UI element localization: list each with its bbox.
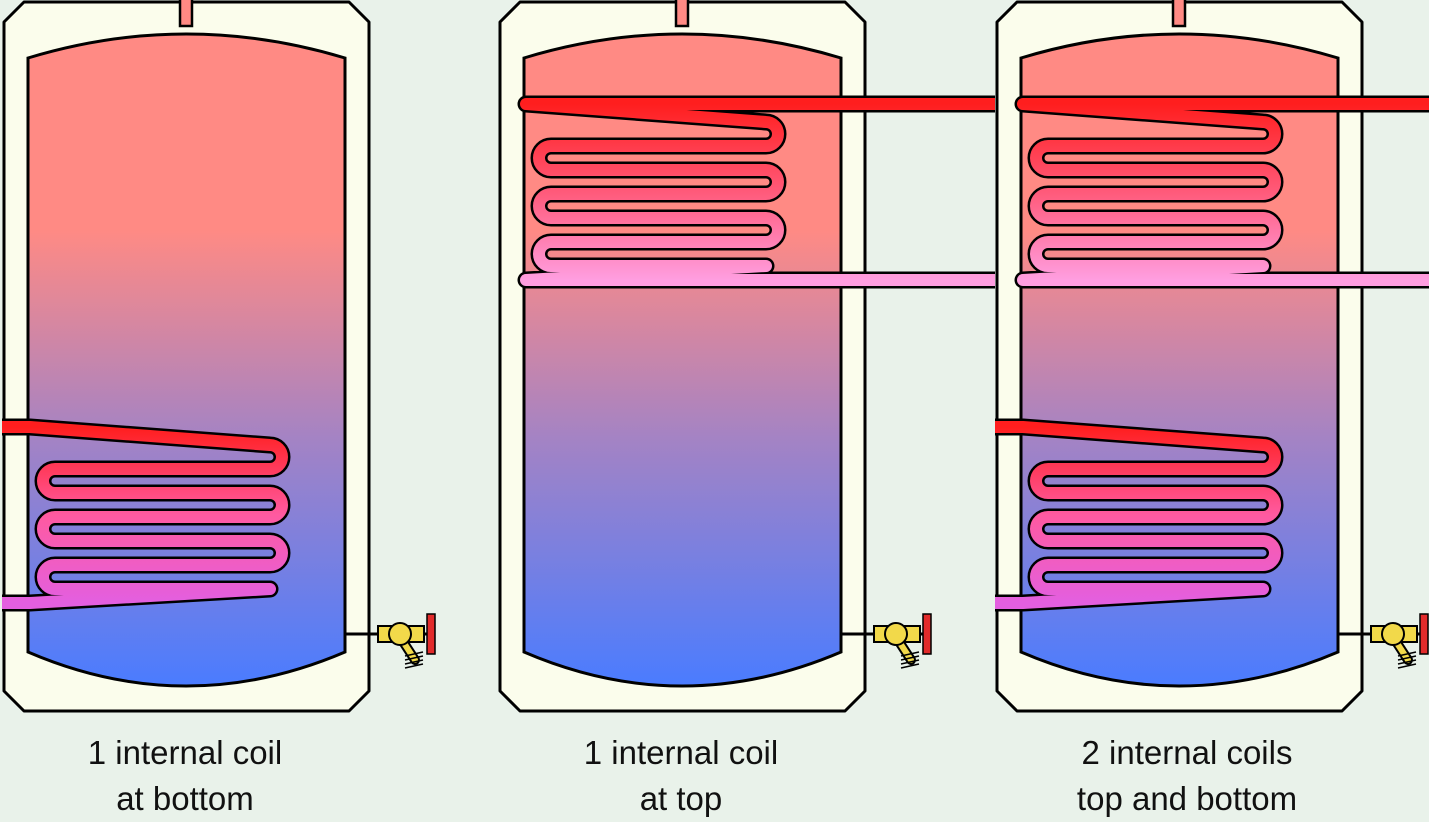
caption-tank-3-line-2: top and bottom bbox=[1076, 780, 1298, 817]
caption-tank-2: 1 internal coil at top bbox=[461, 730, 901, 822]
drain-valve-icon bbox=[345, 613, 436, 669]
caption-tank-1-line-2: at bottom bbox=[116, 780, 254, 817]
caption-tank-3-line-1: 2 internal coils bbox=[1081, 734, 1293, 771]
heating-coil-top-tank-2 bbox=[517, 95, 995, 289]
heating-coil-bottom-tank-3 bbox=[995, 418, 1284, 612]
caption-tank-1: 1 internal coil at bottom bbox=[0, 730, 405, 822]
water-vessel bbox=[522, 32, 843, 688]
drain-valve-icon bbox=[1338, 613, 1429, 669]
caption-tank-3: 2 internal coils top and bottom bbox=[967, 730, 1407, 822]
hot-water-outlet bbox=[1171, 0, 1187, 28]
caption-tank-2-line-1: 1 internal coil bbox=[583, 734, 779, 771]
heating-coil-top-tank-3 bbox=[1014, 95, 1429, 289]
caption-tank-1-line-1: 1 internal coil bbox=[87, 734, 283, 771]
hot-water-outlet bbox=[178, 0, 194, 28]
heating-coil-bottom-tank-1 bbox=[2, 418, 291, 612]
drain-valve-icon bbox=[841, 613, 932, 669]
hot-water-outlet bbox=[674, 0, 690, 28]
caption-tank-2-line-2: at top bbox=[639, 780, 723, 817]
